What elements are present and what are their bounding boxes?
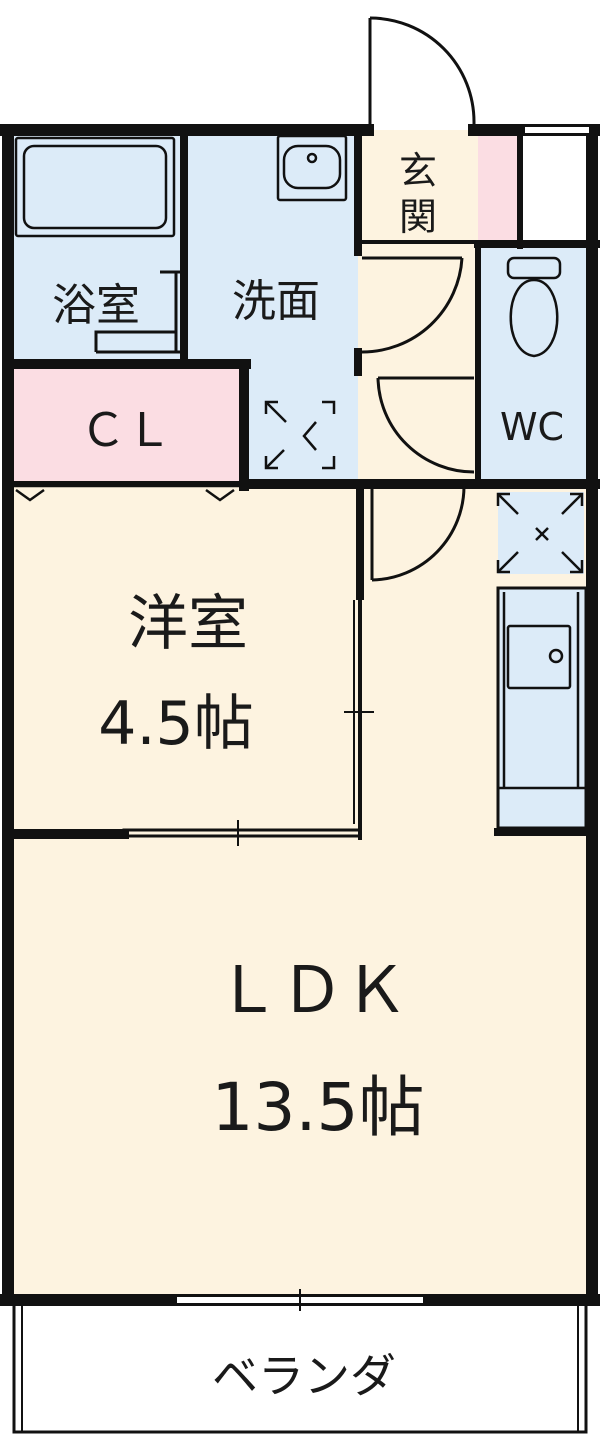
bathtub-icon: [14, 136, 176, 238]
kitchen-counter: [496, 586, 588, 830]
closet-label: ＣＬ: [80, 403, 172, 457]
western-room-size: 4.5帖: [98, 689, 253, 759]
washroom-label: 洗面: [232, 276, 320, 327]
bath-area: [10, 130, 190, 364]
interior-doors: [94, 256, 475, 582]
ldk-label: ＬＤＫ: [216, 954, 408, 1028]
closet-doors: [14, 484, 240, 502]
closet-area: [10, 368, 244, 486]
balcony-label: ベランダ: [212, 1349, 396, 1403]
kitchen-sink-icon: [498, 592, 586, 790]
entrance-door: [368, 16, 476, 130]
entrance-area: [358, 130, 478, 242]
bath-label: 浴室: [52, 280, 140, 331]
sliding-door-marks: [237, 600, 374, 846]
shoebox-area: [478, 130, 520, 242]
western-room-label: 洋室: [128, 589, 248, 659]
washing-machine-space-icon: [264, 400, 336, 470]
washbasin-icon: [276, 134, 348, 202]
balcony-area: [12, 1302, 588, 1434]
western-room-area-top: [10, 486, 360, 830]
entrance-label-bottom: 関: [399, 195, 437, 239]
wc-label: WC: [500, 405, 564, 449]
entrance-label-top: 玄: [399, 149, 437, 193]
ldk-size: 13.5帖: [212, 1069, 425, 1146]
toilet-icon: [506, 256, 562, 358]
wc-area: [478, 248, 590, 486]
fridge-space-icon: [496, 492, 584, 574]
walls: [0, 124, 600, 1311]
